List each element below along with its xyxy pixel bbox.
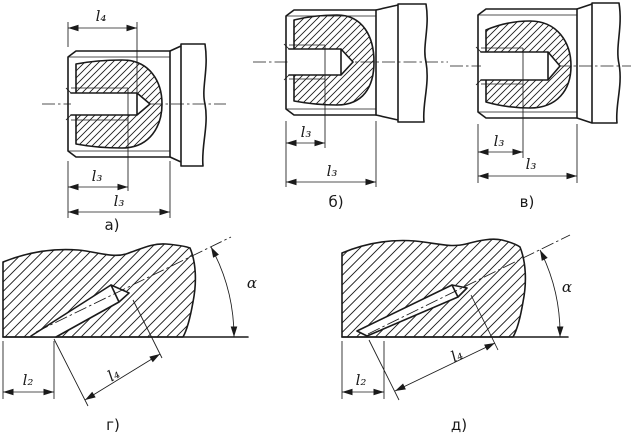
panel-label-a: а) — [104, 216, 119, 234]
hatched-block — [341, 238, 527, 338]
dim-label-l3-thread: l₃ — [92, 167, 103, 185]
mounting-plate — [375, 3, 428, 123]
bore-cavity — [481, 52, 560, 80]
extension-lines — [285, 121, 377, 187]
panel-label-b: б) — [328, 193, 343, 211]
extension-lines — [67, 22, 171, 218]
thread-lines — [283, 43, 325, 81]
dimension-line-l4 — [84, 353, 161, 401]
chamfer-lines — [286, 15, 376, 110]
bore-cavity — [71, 93, 150, 115]
dim-label-l3-full: l₃ — [114, 192, 125, 210]
angle-arc — [539, 249, 564, 338]
dim-label-l2: l₂ — [356, 371, 367, 389]
bore-outline — [70, 92, 151, 116]
thread-lines — [65, 87, 128, 121]
chamfer-lines — [68, 56, 170, 152]
dimension-line-l4 — [394, 342, 496, 392]
dim-label-l4: l₄ — [104, 364, 122, 385]
dim-label-alpha: α — [247, 274, 257, 292]
thread-lines — [475, 46, 523, 86]
bore-outline — [480, 51, 561, 81]
figure-b: l₃ l₃ б) — [253, 3, 448, 211]
chamfer-lines — [478, 14, 577, 113]
dim-label-l3-full: l₃ — [327, 162, 338, 180]
hole-axis-line — [367, 234, 571, 335]
hole-cavity — [357, 285, 467, 336]
panel-label-d: д) — [451, 416, 467, 434]
dim-label-alpha: α — [562, 278, 572, 296]
dim-label-l4: l₄ — [448, 345, 466, 366]
hatched-block — [2, 243, 197, 338]
dim-label-l3-full: l₃ — [526, 155, 537, 173]
bore-outline — [288, 48, 354, 76]
panel-label-v: в) — [520, 193, 535, 211]
hole-axis-line — [35, 236, 232, 333]
extension-lines — [341, 294, 499, 401]
angle-arc — [210, 246, 238, 338]
mounting-plate — [576, 2, 621, 124]
figure-g: l₂ l₄ α г) — [2, 236, 257, 434]
figure-a: l₄ l₃ l₃ а) — [42, 7, 226, 234]
dim-label-l2: l₂ — [23, 371, 34, 389]
mounting-plate — [169, 43, 207, 167]
figure-v: l₃ l₃ в) — [450, 2, 631, 211]
dim-label-l3-thread: l₃ — [301, 123, 312, 141]
dim-label-l4: l₄ — [96, 7, 107, 25]
dim-label-l3-thread: l₃ — [494, 132, 505, 150]
figure-d: l₂ l₄ α д) — [341, 234, 572, 434]
panel-label-g: г) — [106, 416, 120, 434]
extension-lines — [2, 299, 163, 407]
bore-cavity — [289, 49, 353, 75]
